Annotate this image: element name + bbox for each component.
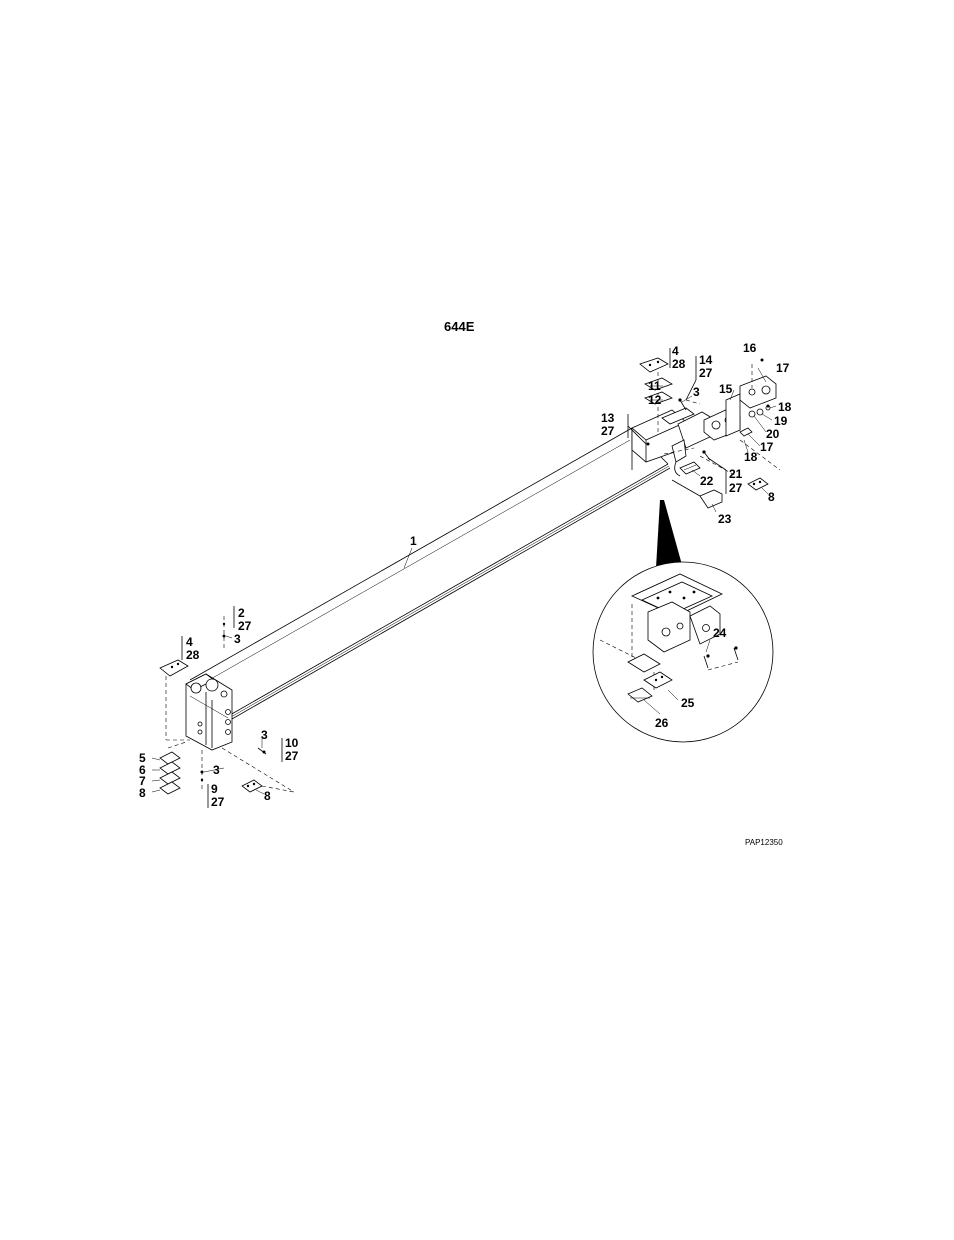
- figure-id: PAP12350: [745, 838, 783, 847]
- callout-1: 1: [410, 534, 417, 548]
- callout-27: 27: [699, 366, 713, 380]
- callout-27: 27: [238, 619, 252, 633]
- callout-9: 9: [211, 782, 218, 796]
- callout-16: 16: [743, 341, 757, 355]
- callout-3: 3: [261, 728, 268, 742]
- callout-17: 17: [776, 361, 790, 375]
- boom-rear-end: [186, 674, 232, 750]
- diagram-title: 644E: [444, 319, 475, 334]
- callout-10: 10: [285, 736, 299, 750]
- callout-24: 24: [713, 626, 727, 640]
- callout-2: 2: [238, 606, 245, 620]
- callout-8: 8: [139, 786, 146, 800]
- callout-26: 26: [655, 716, 669, 730]
- callout-3: 3: [234, 632, 241, 646]
- callout-27: 27: [729, 481, 743, 495]
- callout-8: 8: [264, 789, 271, 803]
- callout-28: 28: [186, 648, 200, 662]
- callout-13: 13: [601, 411, 615, 425]
- callout-11: 11: [648, 379, 661, 393]
- callout-18: 18: [744, 450, 758, 464]
- callout-18: 18: [778, 400, 792, 414]
- callout-28: 28: [672, 357, 686, 371]
- callout-15: 15: [719, 382, 733, 396]
- callout-27: 27: [211, 795, 225, 809]
- callout-4: 4: [672, 344, 679, 358]
- callout-12: 12: [648, 393, 662, 407]
- callout-8: 8: [768, 490, 775, 504]
- callout-21: 21: [729, 467, 743, 481]
- callout-22: 22: [700, 474, 714, 488]
- callout-4: 4: [186, 635, 193, 649]
- callout-17: 17: [760, 440, 774, 454]
- callout-23: 23: [718, 512, 732, 526]
- callout-19: 19: [774, 414, 788, 428]
- callout-3: 3: [213, 763, 220, 777]
- callout-3: 3: [693, 385, 700, 399]
- callout-14: 14: [699, 353, 713, 367]
- callout-27: 27: [601, 424, 615, 438]
- callout-27: 27: [285, 749, 299, 763]
- callout-20: 20: [766, 427, 780, 441]
- callout-25: 25: [681, 696, 695, 710]
